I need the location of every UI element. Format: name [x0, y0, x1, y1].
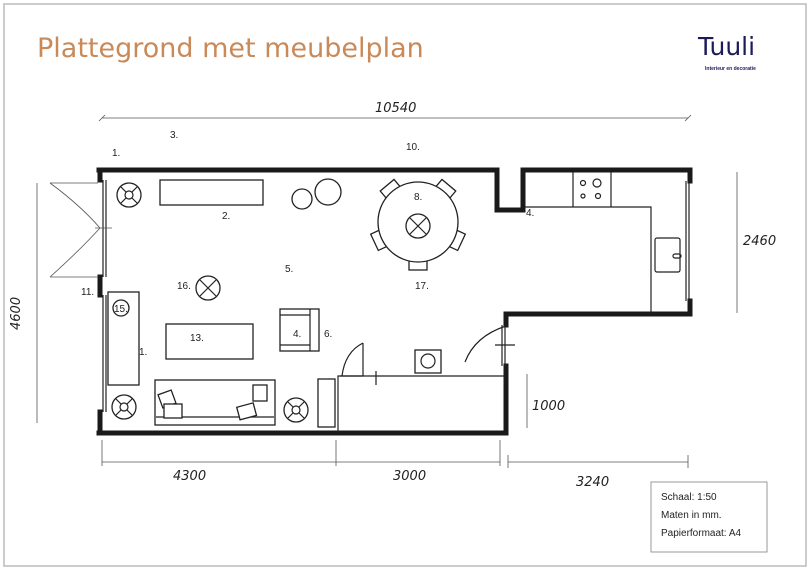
page-title: Plattegrond met meubelplan	[37, 33, 424, 64]
label-segment_1: 4300	[173, 469, 206, 484]
kitchen-counter	[524, 172, 682, 314]
lamp-icon	[283, 397, 309, 423]
label-logo: Tuuli	[697, 32, 755, 61]
logo: Tuuli Interieur en decoratie	[697, 32, 756, 72]
side-table-large	[314, 178, 342, 206]
armchair	[279, 308, 320, 352]
label-kitchen_depth: 2460	[743, 234, 776, 249]
ceiling-light-icon	[195, 275, 221, 301]
cabinet	[317, 378, 336, 428]
sofa	[154, 379, 276, 426]
label-total_length: 10540	[375, 101, 416, 116]
label-paper: Papierformaat: A4	[661, 528, 741, 539]
sink-icon	[654, 237, 682, 273]
label-l15: 15.	[114, 304, 128, 315]
walls	[96, 167, 693, 436]
lamp-icon	[116, 182, 142, 208]
dimension-bottom: 4300 3000 3240	[101, 440, 689, 490]
label-height_left: 4600	[9, 297, 24, 330]
sideboard	[159, 179, 264, 206]
kitchen-door	[464, 325, 515, 363]
side-table-small	[291, 188, 313, 210]
label-l17: 17.	[415, 281, 429, 292]
furniture: 2. 8. 17. 5. 16. 11. 15. 1. 13. 4.	[81, 172, 682, 428]
label-l6: 6.	[324, 329, 332, 340]
label-l4b: 4.	[526, 208, 534, 219]
coffee-table	[165, 323, 254, 360]
label-storage_depth: 1000	[532, 399, 565, 414]
label-1: 1.	[112, 148, 120, 159]
label-l1b: 1.	[139, 347, 147, 358]
entry-door	[49, 182, 112, 278]
label-segment_2: 3000	[393, 469, 426, 484]
dimension-height-left: 4600	[9, 183, 38, 423]
lamp-icon	[111, 394, 137, 420]
dimension-storage-depth: 1000	[526, 374, 565, 428]
dimension-kitchen-depth: 2460	[736, 172, 776, 313]
page-border	[3, 3, 807, 567]
dining-set: 8.	[369, 178, 467, 271]
label-l13: 13.	[190, 333, 204, 344]
stove-icon	[579, 178, 602, 200]
ceiling-light-icon	[405, 213, 431, 239]
label-units: Maten in mm.	[661, 510, 722, 521]
label-3: 3.	[170, 130, 178, 141]
storage-door	[340, 342, 377, 385]
dimension-total-length: 10540	[98, 101, 692, 122]
label-l2: 2.	[222, 211, 230, 222]
legend-box: Schaal: 1:50 Maten in mm. Papierformaat:…	[650, 481, 768, 553]
label-scale: Schaal: 1:50	[661, 492, 717, 503]
label-l16: 16.	[177, 281, 191, 292]
label-l4: 4.	[293, 329, 301, 340]
label-logo_tagline: Interieur en decoratie	[705, 66, 756, 72]
label-l11: 11.	[81, 287, 94, 298]
label-l5: 5.	[285, 264, 293, 275]
label-l8: 8.	[414, 192, 422, 203]
label-segment_3: 3240	[576, 475, 609, 490]
label-10: 10.	[406, 142, 420, 153]
washing-machine	[414, 349, 442, 374]
